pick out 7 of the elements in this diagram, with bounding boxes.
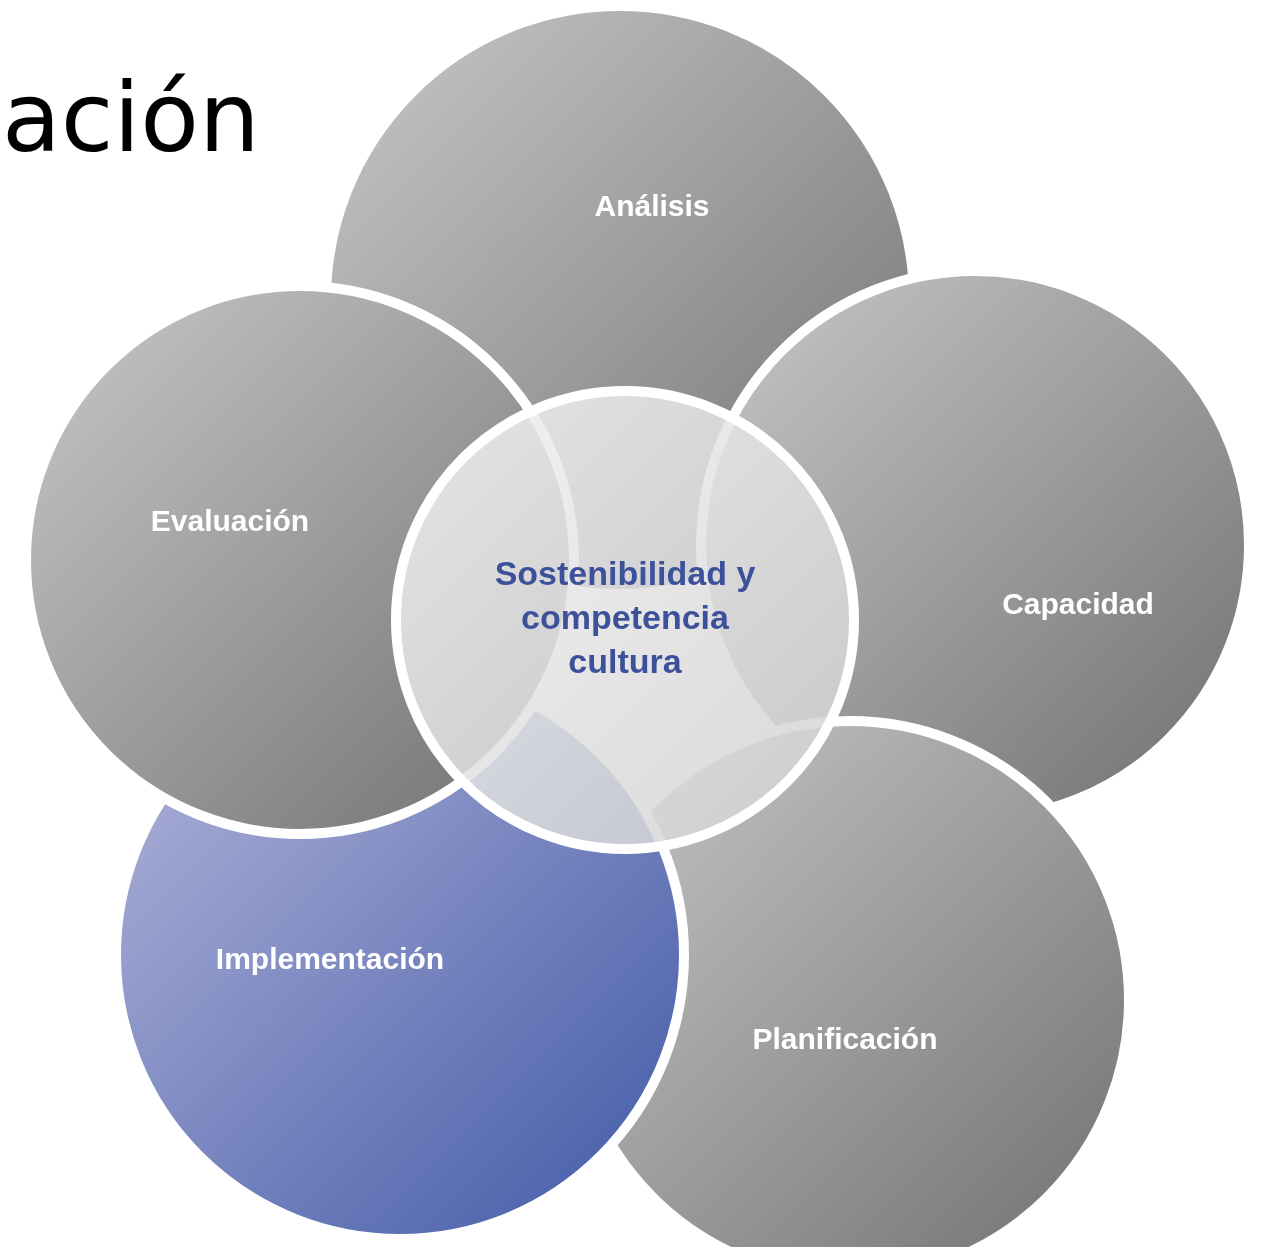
petal-label: Análisis	[594, 187, 710, 224]
center-label: Sostenibilidad y competencia cultura	[493, 552, 757, 683]
petal-label: Evaluación	[150, 502, 310, 539]
title: ación	[2, 70, 260, 166]
petal-label: Implementación	[215, 940, 445, 977]
petal-label: Planificación	[752, 1020, 938, 1057]
petal-label: Capacidad	[1002, 585, 1154, 622]
